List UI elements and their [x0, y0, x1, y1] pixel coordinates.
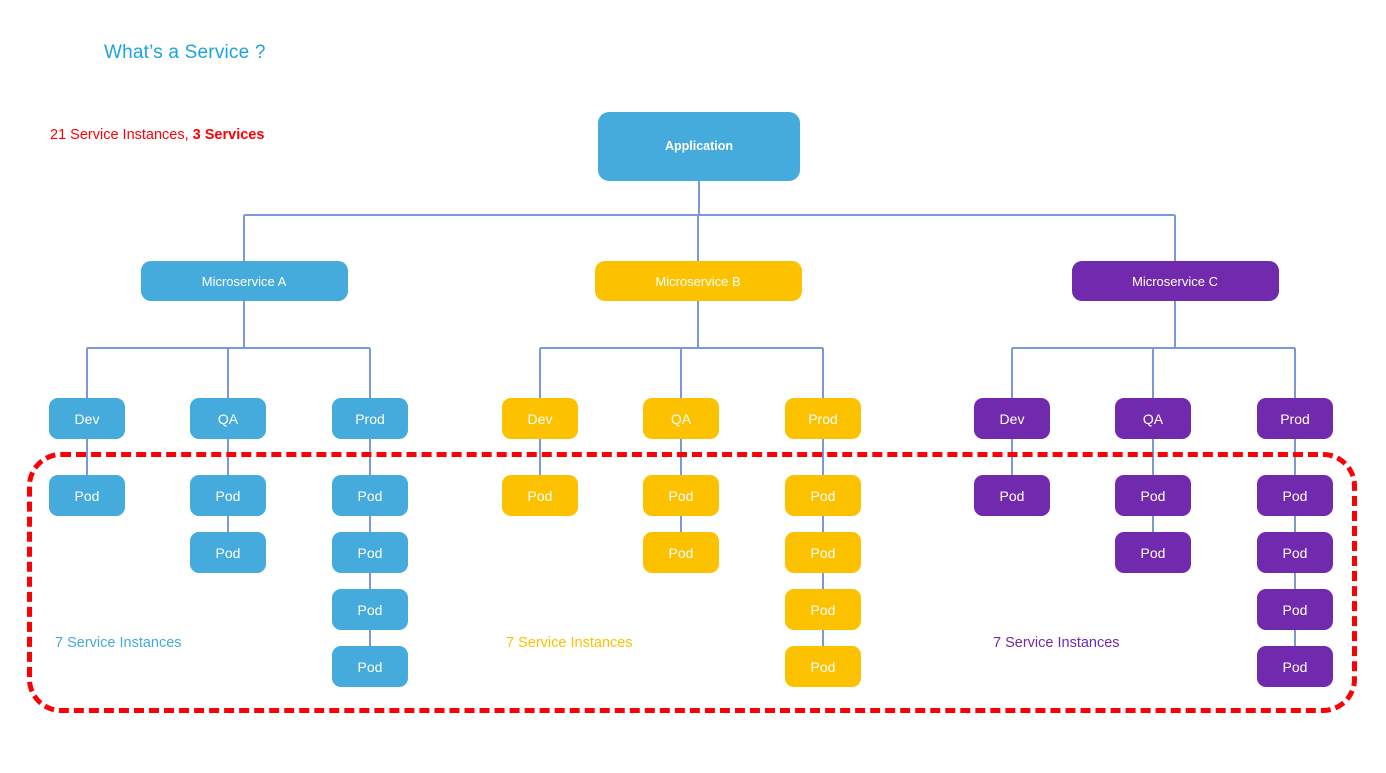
microservice-node-2[interactable]: Microservice B	[594, 261, 802, 301]
page-title: What’s a Service ?	[104, 42, 266, 63]
connector-pod-link	[1294, 573, 1296, 589]
pod-node[interactable]: Pod	[785, 646, 861, 687]
application-node[interactable]: Application	[598, 112, 800, 181]
pod-node[interactable]: Pod	[1257, 646, 1333, 687]
connector-microservice-stem	[1174, 301, 1176, 348]
connector-env-drop	[1011, 348, 1013, 398]
pod-node[interactable]: Pod	[643, 532, 719, 573]
pod-node[interactable]: Pod	[332, 589, 408, 630]
pod-node[interactable]: Pod	[332, 532, 408, 573]
connector-pod-link	[369, 439, 371, 475]
pod-node[interactable]: Pod	[1115, 475, 1191, 516]
connector-app-stem	[698, 181, 700, 215]
connector-pod-link	[369, 630, 371, 646]
connector-microservice-stem	[697, 301, 699, 348]
connector-env-drop	[822, 348, 824, 398]
pod-node[interactable]: Pod	[1257, 589, 1333, 630]
pod-node[interactable]: Pod	[502, 475, 578, 516]
connector-pod-link	[1152, 439, 1154, 475]
environment-node-b-prod[interactable]: Prod	[785, 398, 861, 439]
connector-app-bar	[244, 214, 1175, 216]
environment-node-c-dev[interactable]: Dev	[974, 398, 1050, 439]
pod-node[interactable]: Pod	[190, 475, 266, 516]
connector-microservice-stem	[243, 301, 245, 348]
connector-pod-link	[539, 439, 541, 475]
service-instances-label-2: 7 Service Instances	[506, 635, 633, 651]
pod-node[interactable]: Pod	[643, 475, 719, 516]
pod-node[interactable]: Pod	[1257, 475, 1333, 516]
connector-pod-link	[822, 573, 824, 589]
pod-node[interactable]: Pod	[332, 475, 408, 516]
environment-node-c-prod[interactable]: Prod	[1257, 398, 1333, 439]
connector-env-drop	[1294, 348, 1296, 398]
service-instances-group-box	[27, 452, 1357, 713]
connector-pod-link	[86, 439, 88, 475]
connector-env-drop	[680, 348, 682, 398]
service-instances-label-1: 7 Service Instances	[55, 635, 182, 651]
pod-node[interactable]: Pod	[1115, 532, 1191, 573]
environment-node-a-prod[interactable]: Prod	[332, 398, 408, 439]
pod-node[interactable]: Pod	[49, 475, 125, 516]
environment-node-b-qa[interactable]: QA	[643, 398, 719, 439]
connector-pod-link	[227, 439, 229, 475]
pod-node[interactable]: Pod	[332, 646, 408, 687]
environment-node-a-qa[interactable]: QA	[190, 398, 266, 439]
connector-pod-link	[822, 630, 824, 646]
connector-pod-link	[227, 516, 229, 532]
connector-env-drop	[227, 348, 229, 398]
service-instances-label-3: 7 Service Instances	[993, 635, 1120, 651]
connector-pod-link	[1011, 439, 1013, 475]
connector-pod-link	[680, 439, 682, 475]
connector-microservice-drop	[697, 215, 699, 261]
connector-microservice-drop	[243, 215, 245, 261]
service-summary: 21 Service Instances, 3 Services	[50, 127, 264, 143]
pod-node[interactable]: Pod	[190, 532, 266, 573]
connector-pod-link	[822, 516, 824, 532]
connector-pod-link	[1294, 439, 1296, 475]
pod-node[interactable]: Pod	[1257, 532, 1333, 573]
microservice-node-1[interactable]: Microservice A	[140, 261, 348, 301]
service-summary-emphasis: 3 Services	[192, 127, 265, 143]
connector-pod-link	[1294, 630, 1296, 646]
pod-node[interactable]: Pod	[785, 475, 861, 516]
connector-env-drop	[369, 348, 371, 398]
connector-env-drop	[86, 348, 88, 398]
pod-node[interactable]: Pod	[974, 475, 1050, 516]
connector-microservice-drop	[1174, 215, 1176, 261]
pod-node[interactable]: Pod	[785, 532, 861, 573]
pod-node[interactable]: Pod	[785, 589, 861, 630]
microservice-node-3[interactable]: Microservice C	[1071, 261, 1279, 301]
connector-pod-link	[369, 516, 371, 532]
environment-node-a-dev[interactable]: Dev	[49, 398, 125, 439]
environment-node-c-qa[interactable]: QA	[1115, 398, 1191, 439]
connector-pod-link	[369, 573, 371, 589]
environment-node-b-dev[interactable]: Dev	[502, 398, 578, 439]
connector-pod-link	[1152, 516, 1154, 532]
connector-pod-link	[1294, 516, 1296, 532]
connector-env-drop	[1152, 348, 1154, 398]
connector-pod-link	[680, 516, 682, 532]
service-summary-prefix: 21 Service Instances,	[50, 127, 193, 143]
connector-pod-link	[822, 439, 824, 475]
connector-env-drop	[539, 348, 541, 398]
